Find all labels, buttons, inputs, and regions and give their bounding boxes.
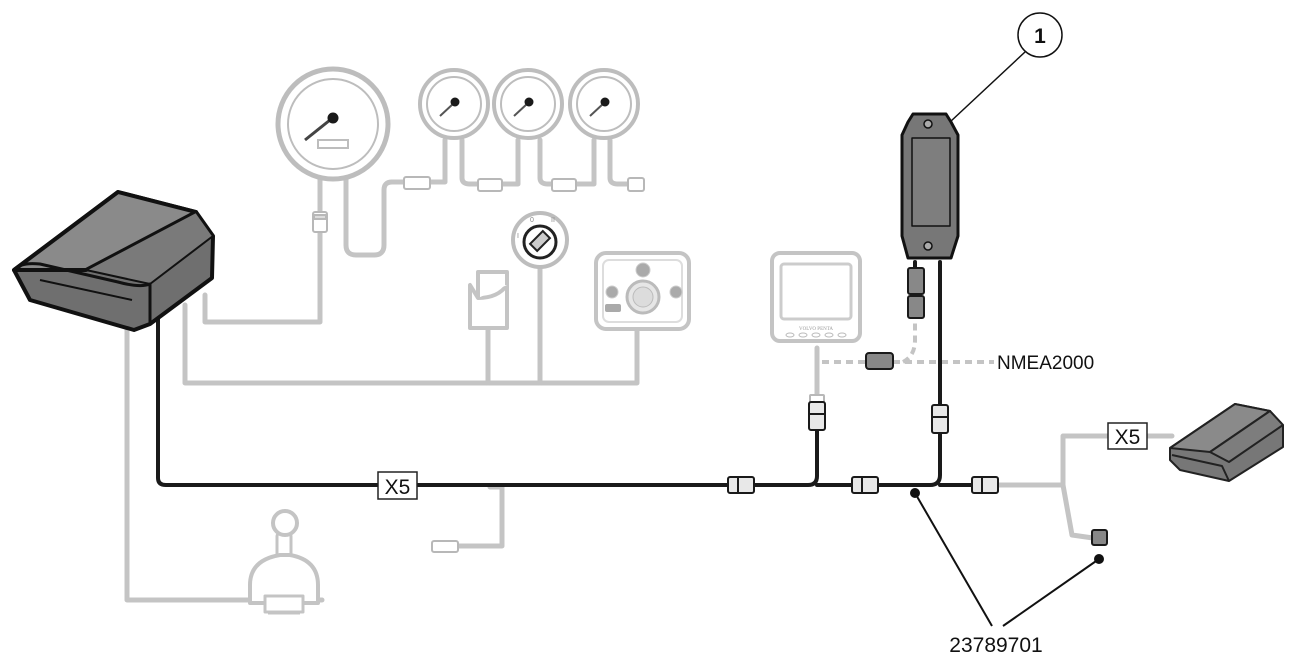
x5-right-text: X5 <box>1115 426 1141 449</box>
nmea-label: NMEA2000 <box>997 353 1094 374</box>
x5-label-right: X5 <box>1107 422 1148 450</box>
gauge-1 <box>418 68 490 140</box>
connector-stub <box>431 540 459 553</box>
callout-1: 1 <box>949 12 1063 123</box>
tachometer-gauge <box>275 66 391 182</box>
connector-main-3 <box>971 476 999 494</box>
main-ecu-unit <box>12 190 215 332</box>
gauge-3 <box>568 68 640 140</box>
connector-display <box>808 401 826 431</box>
x5-left-text: X5 <box>385 476 411 499</box>
connector-main-1 <box>727 476 755 494</box>
part-number-leaders <box>910 488 1104 627</box>
connector-interface-pigtail-1 <box>907 267 925 295</box>
connector-gauge-4-end <box>627 177 645 192</box>
x5-label-left: X5 <box>377 471 418 500</box>
terminator <box>1091 529 1108 546</box>
svg-text:0: 0 <box>530 217 534 224</box>
gauge-2 <box>492 68 564 140</box>
connector-nmea <box>865 352 894 370</box>
connector-interface <box>931 404 949 434</box>
connectors <box>312 176 1108 553</box>
key-holder-box <box>468 270 509 330</box>
part-number-label: 23789701 <box>949 634 1042 657</box>
secondary-ecu-unit <box>1169 403 1284 482</box>
connector-gauge-3 <box>551 178 577 192</box>
callout-1-number: 1 <box>1034 25 1046 48</box>
interface-module <box>900 112 960 260</box>
control-panel <box>594 251 691 331</box>
small-gauges <box>418 68 640 140</box>
control-lever <box>248 509 320 615</box>
svg-text:I: I <box>517 233 519 240</box>
connector-main-2 <box>851 476 879 494</box>
nmea-dashed-line <box>822 320 994 364</box>
connector-interface-pigtail-2 <box>907 295 925 319</box>
display-brand: VOLVO PENTA <box>799 327 833 332</box>
volvo-display: VOLVO PENTA <box>770 251 862 343</box>
connector-gauge-2 <box>477 178 503 192</box>
connector-gauge-1 <box>403 176 431 190</box>
svg-text:II: II <box>551 217 555 224</box>
ignition-key-switch: I 0 II <box>511 211 569 269</box>
